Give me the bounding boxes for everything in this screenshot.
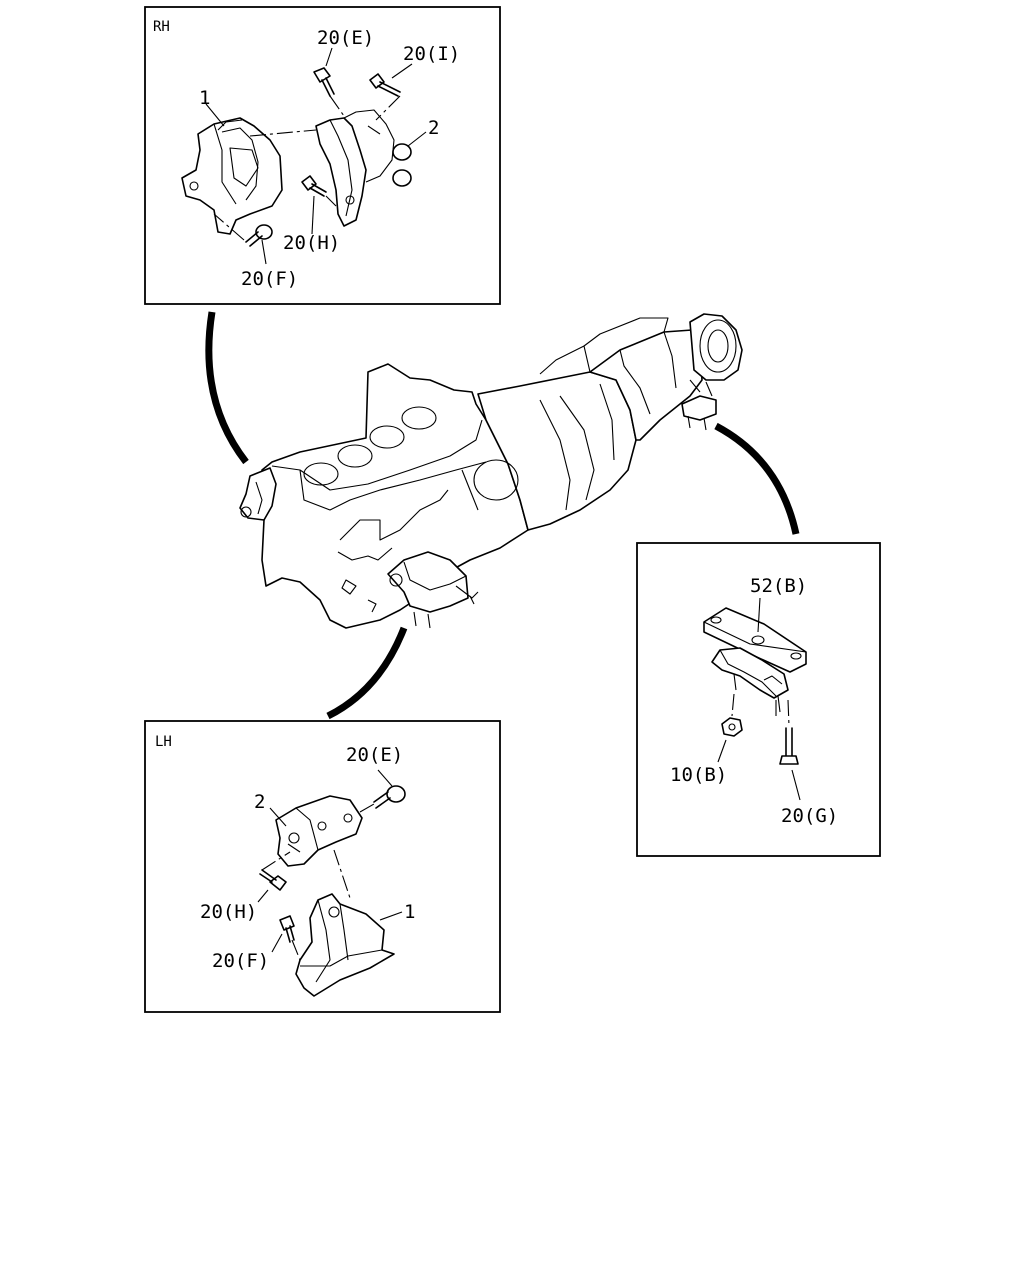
rear-mount-insulator: [711, 647, 789, 713]
lh-bolt-20h: [259, 869, 287, 891]
rh-callout-20h: 20(H): [283, 232, 340, 254]
rear-callout-10b: 10(B): [670, 764, 727, 786]
rear-mount-panel: 52(B) 10(B) 20(G): [636, 542, 881, 857]
lh-bolt-20e: [373, 785, 406, 809]
cylinder-bore-4: [401, 406, 437, 430]
rh-bolt-20i: [369, 73, 401, 97]
rear-mount-plate: [703, 607, 807, 673]
rh-panel-title: RH: [153, 19, 170, 35]
rh-bolt-20h: [301, 175, 327, 197]
engine-transmission-assembly: [239, 313, 743, 629]
bell-bore: [473, 459, 519, 501]
rh-callout-2: 2: [428, 117, 439, 139]
bell-housing: [477, 371, 637, 531]
rh-callout-1: 1: [199, 87, 210, 109]
transmission-rear-mount: [681, 395, 717, 421]
connector-arcs: [205, 311, 800, 720]
rh-mount-insulator: [181, 117, 283, 235]
lh-mount-insulator: [295, 893, 395, 997]
rear-bolt-20g: [779, 727, 799, 765]
engine-block: [261, 363, 529, 629]
rear-callout-52b: 52(B): [750, 575, 807, 597]
cylinder-bore-3: [369, 425, 405, 449]
lh-callout-2: 2: [254, 791, 265, 813]
rh-bolt-20e: [313, 67, 335, 97]
lh-bolt-20f: [279, 915, 295, 943]
tail-housing: [689, 313, 743, 381]
arc-rh-to-engine: [205, 311, 249, 465]
lh-callout-1: 1: [404, 901, 415, 923]
rh-callout-20e: 20(E): [317, 27, 374, 49]
rear-callout-20g: 20(G): [781, 805, 838, 827]
arc-rear-to-transmission: [714, 422, 800, 535]
rear-panel-frame: [636, 542, 881, 857]
rh-mount-bracket: [315, 109, 412, 227]
lh-panel-title: LH: [155, 734, 172, 750]
cylinder-bore-2: [337, 444, 373, 468]
rh-callout-20i: 20(I): [403, 43, 460, 65]
rh-panel: RH: [144, 6, 501, 305]
rear-nut-10b: [721, 717, 743, 737]
rh-bolt-20f: [245, 224, 273, 247]
lh-panel: LH: [144, 720, 501, 1013]
cylinder-bore-1: [303, 462, 339, 486]
lh-mount-bracket: [275, 795, 363, 867]
lh-callout-20e: 20(E): [346, 744, 403, 766]
lh-callout-20f: 20(F): [212, 950, 269, 972]
lh-callout-20h: 20(H): [200, 901, 257, 923]
engine-rh-mount: [239, 467, 277, 521]
rh-callout-20f: 20(F): [241, 268, 298, 290]
arc-lh-to-engine: [326, 626, 408, 720]
engine-lh-mount: [387, 551, 469, 613]
